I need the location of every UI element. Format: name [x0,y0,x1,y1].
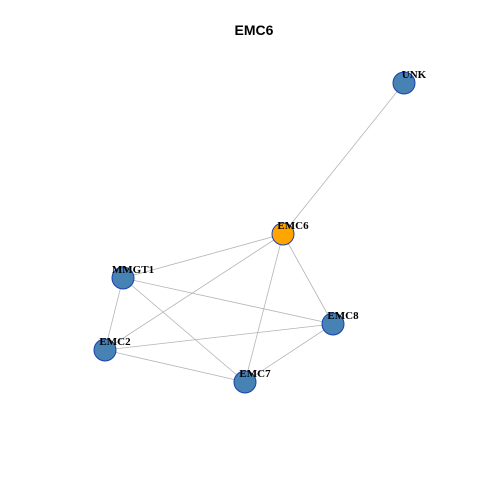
node-label: EMC8 [327,310,359,322]
edge-emc8-emc7 [244,323,334,383]
node-label: EMC7 [239,368,271,380]
node-circle[interactable] [321,312,345,336]
edge-mmgt1-emc2 [104,277,124,351]
node-label: UNK [402,69,427,81]
edge-mmgt1-emc7 [122,277,246,383]
edge-emc6-emc2 [104,233,284,351]
node-label: MMGT1 [112,264,154,276]
edge-emc6-emc7 [244,233,284,383]
edge-unk-emc6 [282,82,405,235]
node-unk[interactable]: UNK [392,69,427,95]
edge-layer [104,82,405,383]
edge-emc6-mmgt1 [122,233,284,279]
node-circle[interactable] [392,71,416,95]
node-circle[interactable] [233,370,257,394]
node-emc8[interactable]: EMC8 [321,310,359,336]
edge-emc8-emc2 [104,323,334,351]
node-mmgt1[interactable]: MMGT1 [111,264,154,290]
diagram-title: EMC6 [235,22,274,38]
edge-emc2-emc7 [104,349,246,383]
node-emc2[interactable]: EMC2 [93,336,131,362]
edge-mmgt1-emc8 [122,277,334,325]
node-circle[interactable] [111,266,135,290]
node-circle[interactable] [271,222,295,246]
node-label: EMC2 [99,336,131,348]
node-emc7[interactable]: EMC7 [233,368,271,394]
node-circle[interactable] [93,338,117,362]
node-emc6[interactable]: EMC6 [271,220,309,246]
node-label: EMC6 [277,220,309,232]
edge-emc6-emc8 [282,233,334,325]
